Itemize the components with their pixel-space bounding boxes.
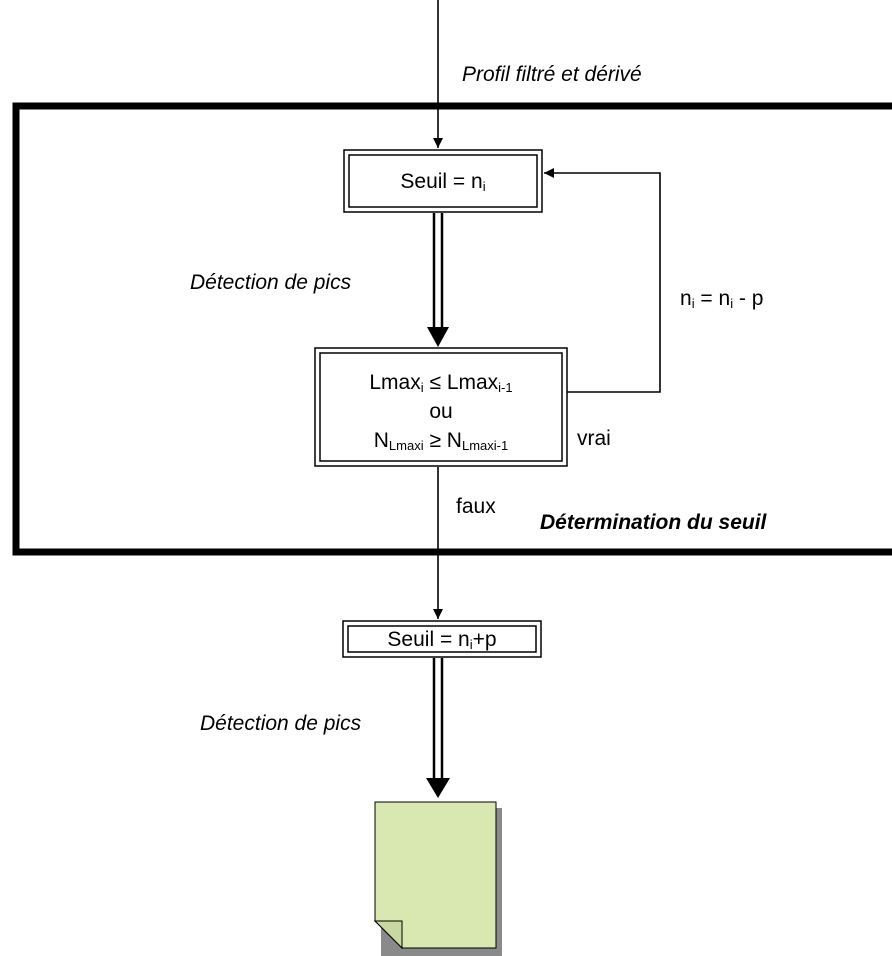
condition-line-3: NLmaxi ≥ NLmaxi-1 [373, 429, 509, 453]
detect-label-2: Détection de pics [200, 712, 362, 735]
condition-box [314, 347, 568, 467]
true-label: vrai [577, 427, 611, 450]
threshold-box-label: Seuil = ni [400, 170, 486, 194]
detect-arrow-2 [426, 658, 450, 798]
group-frame [12, 102, 892, 556]
input-label: Profil filtré et dérivé [462, 63, 642, 86]
final-threshold-box [342, 620, 542, 658]
condition-line-1: Lmaxi ≤ Lmaxi-1 [369, 371, 513, 395]
final-threshold-label: Seuil = ni+p [387, 628, 497, 652]
loop-back-arrow [544, 168, 661, 393]
decrement-label: ni = ni - p [680, 287, 764, 311]
document-icon [373, 801, 502, 956]
threshold-box [343, 149, 543, 213]
detect-label-1: Détection de pics [190, 271, 352, 294]
group-label: Détermination du seuil [540, 511, 767, 534]
false-label: faux [456, 495, 496, 518]
detect-arrow-1 [427, 213, 449, 347]
condition-line-2: ou [429, 400, 453, 423]
